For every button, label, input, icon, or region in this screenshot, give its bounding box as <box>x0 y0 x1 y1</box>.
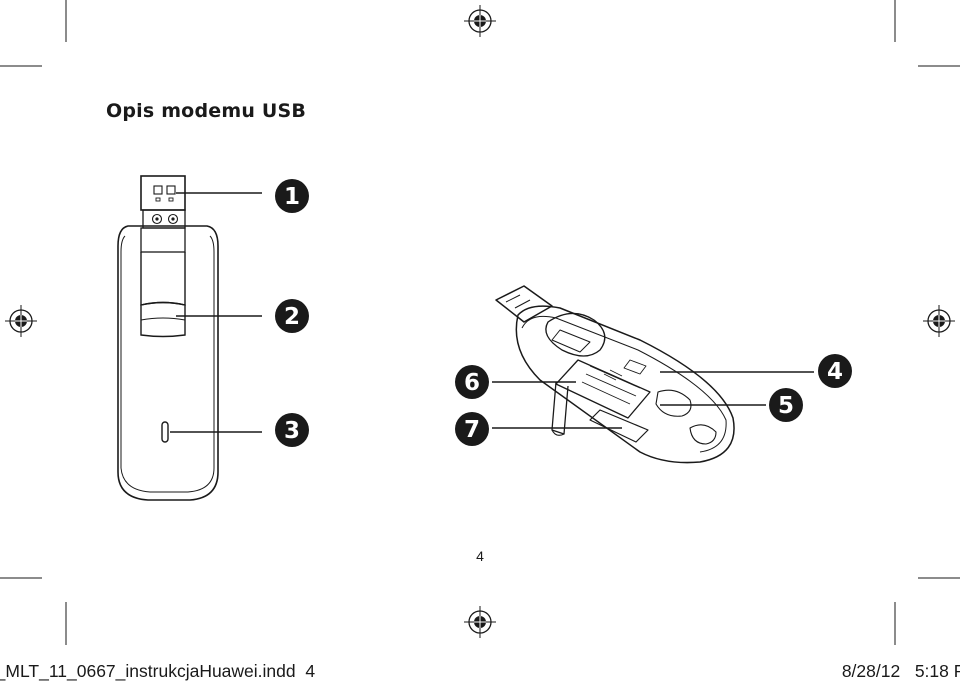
slug-date: 8/28/12 <box>841 661 901 681</box>
usb-modem-open-view <box>495 285 735 464</box>
callout-badge-4: 4 <box>818 354 852 388</box>
callout-badge-7: 7 <box>455 412 489 446</box>
sim-card-slot <box>555 359 651 419</box>
indicator-light <box>161 421 169 443</box>
callout-badge-5: 5 <box>769 388 803 422</box>
callout-leader-lines <box>170 192 814 433</box>
registration-mark-top <box>464 5 496 37</box>
callout-badge-3: 3 <box>275 413 309 447</box>
svg-text:4: 4 <box>827 359 843 385</box>
svg-text:6: 6 <box>464 370 480 396</box>
usb-modem-front-view <box>117 175 219 501</box>
crop-marks <box>0 0 960 645</box>
modem-body-open <box>515 305 735 464</box>
callout-badge-2: 2 <box>275 299 309 333</box>
svg-text:3: 3 <box>284 418 300 444</box>
slug-right: 8/28/12 5:18 PM <box>842 661 960 682</box>
cap-slider <box>140 227 186 253</box>
modem-body <box>117 225 219 501</box>
svg-text:1: 1 <box>284 184 300 210</box>
microsd-slot <box>589 409 649 443</box>
callout-badge-1: 1 <box>275 179 309 213</box>
registration-mark-bottom <box>464 606 496 638</box>
svg-text:2: 2 <box>284 304 300 330</box>
callout-badge-6: 6 <box>455 365 489 399</box>
slug-left: P_MLT_11_0667_instrukcjaHuawei.indd 4 <box>0 661 315 682</box>
registration-mark-right <box>923 305 955 337</box>
section-heading: Opis modemu USB <box>106 100 307 122</box>
registration-mark-left <box>5 305 37 337</box>
page-number: 4 <box>476 548 484 564</box>
sim-card <box>551 381 569 435</box>
svg-text:5: 5 <box>778 393 794 419</box>
slug-file-page: 4 <box>305 661 316 681</box>
svg-text:7: 7 <box>464 417 480 443</box>
slug-file-name: P_MLT_11_0667_instrukcjaHuawei.indd <box>0 661 296 681</box>
slug-time: 5:18 PM <box>914 661 960 681</box>
slide-release <box>140 301 186 338</box>
